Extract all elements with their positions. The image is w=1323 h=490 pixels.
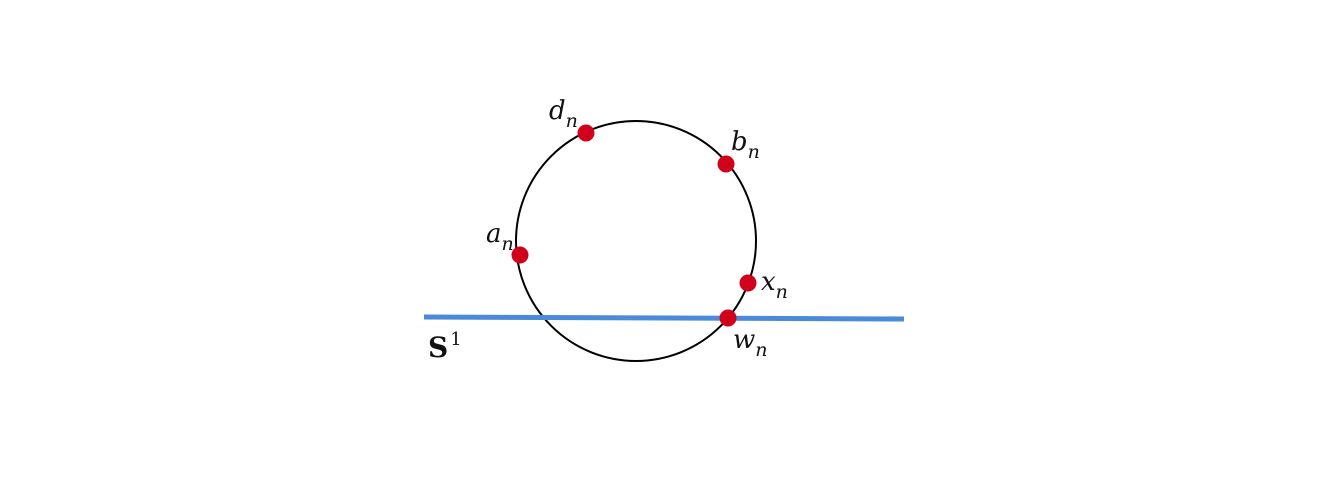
point-w [719, 309, 737, 327]
point-d [577, 124, 595, 142]
label-d-main: d [549, 96, 566, 126]
label-b-main: b [731, 127, 748, 157]
label-a: an [486, 219, 514, 255]
label-b: bn [731, 127, 760, 163]
point-x [739, 274, 757, 292]
label-a-main: a [486, 219, 502, 249]
s1-label-main: S [428, 331, 448, 364]
label-a-sub: n [502, 233, 514, 255]
label-x-main: x [761, 267, 776, 297]
label-x: xn [761, 267, 788, 303]
label-w-sub: n [755, 339, 767, 361]
point-a [511, 246, 529, 264]
label-d-sub: n [566, 110, 578, 132]
circle [515, 120, 757, 362]
label-x-sub: n [776, 281, 788, 303]
label-w: wn [733, 325, 768, 361]
label-d: dn [549, 96, 578, 132]
label-w-main: w [733, 325, 755, 355]
s1-label-sup: 1 [450, 329, 461, 350]
label-b-sub: n [748, 141, 760, 163]
s1-line [423, 314, 905, 322]
point-b [717, 155, 735, 173]
